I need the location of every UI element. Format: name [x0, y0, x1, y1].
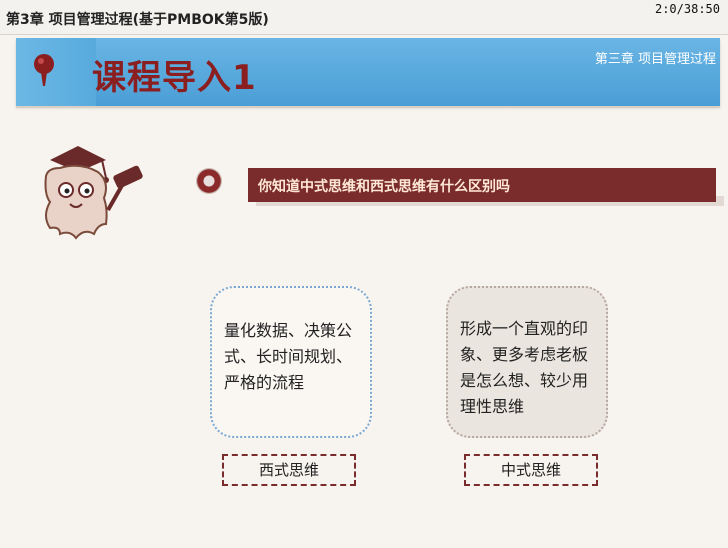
western-thinking-label: 西式思维 — [222, 454, 356, 486]
question-bullet-icon — [196, 168, 222, 194]
top-bar: 第3章 项目管理过程(基于PMBOK第5版) 2:0/38:50 — [0, 0, 728, 35]
mascot-professor-icon — [44, 146, 143, 240]
slide-footer — [0, 540, 728, 548]
banner-accent — [16, 38, 96, 106]
pushpin-icon — [34, 54, 54, 86]
banner-divider — [16, 106, 720, 108]
chinese-thinking-text: 形成一个直观的印象、更多考虑老板是怎么想、较少用理性思维 — [460, 319, 589, 416]
question-bar: 你知道中式思维和西式思维有什么区别吗 — [248, 168, 716, 202]
lesson-title: 课程导入1 — [92, 58, 257, 98]
playback-time: 2:0/38:50 — [654, 2, 720, 16]
chinese-thinking-label: 中式思维 — [464, 454, 598, 486]
chinese-thinking-card: 形成一个直观的印象、更多考虑老板是怎么想、较少用理性思维 — [446, 286, 608, 438]
western-thinking-text: 量化数据、决策公式、长时间规划、严格的流程 — [224, 321, 353, 392]
chapter-subtitle: 第三章 项目管理过程 — [594, 52, 716, 67]
lesson-banner: 课程导入1 第三章 项目管理过程 — [16, 38, 720, 106]
chapter-title: 第3章 项目管理过程(基于PMBOK第5版) — [6, 12, 269, 28]
western-thinking-card: 量化数据、决策公式、长时间规划、严格的流程 — [210, 286, 372, 438]
question-text: 你知道中式思维和西式思维有什么区别吗 — [258, 179, 510, 195]
